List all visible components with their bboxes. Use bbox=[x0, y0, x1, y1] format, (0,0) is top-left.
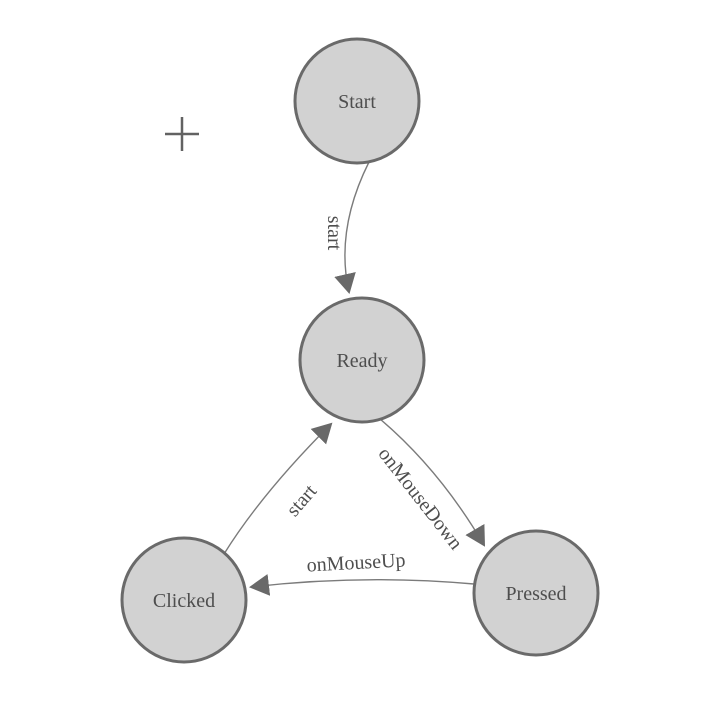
edge-label-onmouseup: onMouseUp bbox=[306, 549, 406, 576]
state-circle-pressed[interactable] bbox=[472, 529, 600, 657]
edge-line-clicked-to-ready[interactable] bbox=[223, 422, 333, 555]
state-node-ready[interactable]: Ready bbox=[298, 296, 426, 424]
state-nodes: Start Ready Clicked Pressed bbox=[120, 37, 600, 664]
edge-ready-to-pressed[interactable]: onMouseDown bbox=[374, 418, 486, 554]
state-circle-start[interactable] bbox=[293, 37, 421, 165]
plus-crosshair-cursor bbox=[165, 117, 199, 151]
edge-line-start-to-ready[interactable] bbox=[334, 161, 370, 294]
state-label-pressed: Pressed bbox=[505, 583, 566, 605]
edge-line-pressed-to-clicked[interactable] bbox=[249, 573, 475, 596]
edge-pressed-to-clicked[interactable]: onMouseUp bbox=[249, 549, 475, 596]
edge-label-start: start bbox=[323, 216, 345, 251]
state-node-start[interactable]: Start bbox=[293, 37, 421, 165]
state-node-clicked[interactable]: Clicked bbox=[120, 536, 248, 664]
state-circle-clicked[interactable] bbox=[120, 536, 248, 664]
edge-start-to-ready[interactable]: start bbox=[323, 161, 370, 294]
state-label-start: Start bbox=[338, 91, 376, 113]
state-circle-ready[interactable] bbox=[298, 296, 426, 424]
state-label-ready: Ready bbox=[336, 350, 387, 372]
state-node-pressed[interactable]: Pressed bbox=[472, 529, 600, 657]
edge-clicked-to-ready[interactable]: start bbox=[223, 422, 333, 555]
edge-label-start-2: start bbox=[282, 480, 321, 521]
state-label-clicked: Clicked bbox=[153, 590, 215, 612]
edge-line-ready-to-pressed[interactable] bbox=[379, 418, 486, 547]
